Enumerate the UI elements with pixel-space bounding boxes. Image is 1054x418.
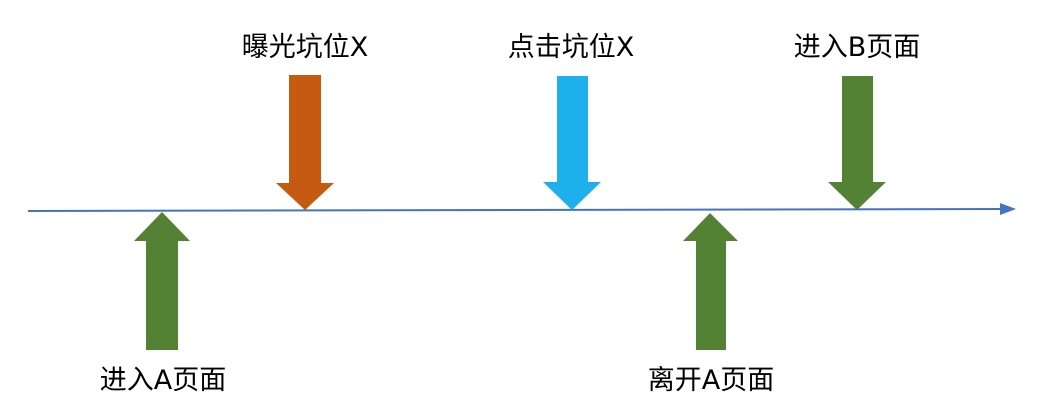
up-arrow-icon [683, 213, 738, 350]
timeline-axis [27, 208, 1003, 212]
enter-a-label: 进入A页面 [100, 365, 226, 396]
up-arrow-icon [134, 212, 190, 350]
expose-x-label: 曝光坑位X [242, 32, 369, 63]
enter-b-label: 进入B页面 [794, 32, 921, 63]
event-enter-b: 进入B页面 [794, 32, 921, 210]
click-x-label: 点击坑位X [508, 32, 635, 63]
timeline-arrowhead [1000, 203, 1016, 215]
event-leave-a: 离开A页面 [648, 213, 774, 396]
down-arrow-icon [543, 76, 601, 210]
down-arrow-icon [828, 76, 886, 210]
down-arrow-icon [276, 75, 334, 210]
event-expose-x: 曝光坑位X [242, 32, 369, 210]
leave-a-label: 离开A页面 [648, 365, 774, 396]
event-click-x: 点击坑位X [508, 32, 635, 210]
event-enter-a: 进入A页面 [100, 212, 226, 396]
